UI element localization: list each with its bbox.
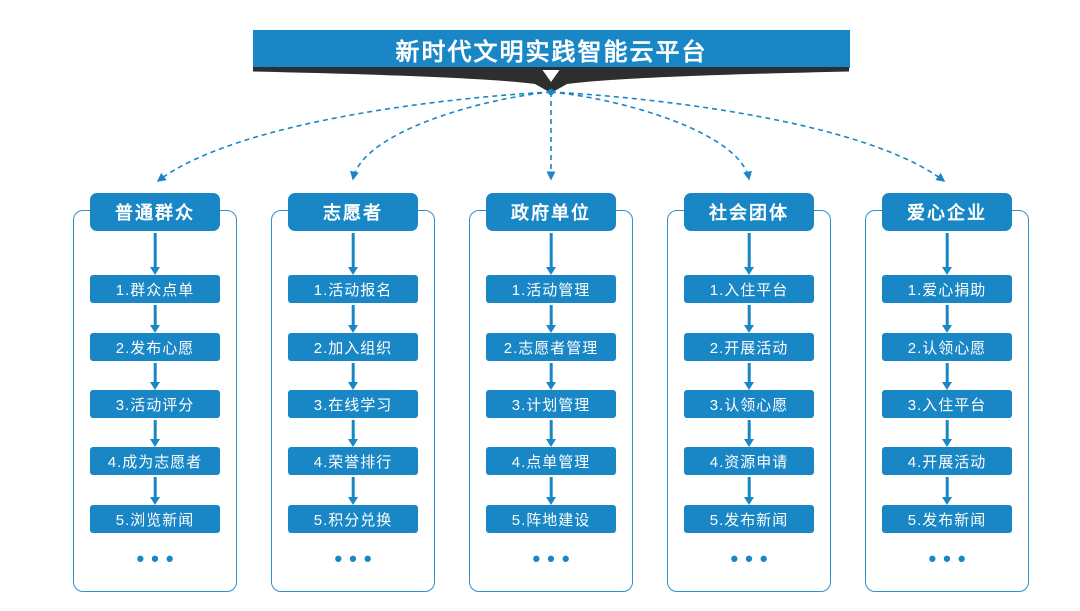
flow-step: 3.认领心愿	[684, 390, 814, 418]
flow-step: 4.点单管理	[486, 447, 616, 475]
fanout-origin-node	[547, 88, 555, 96]
down-arrow-icon	[544, 231, 558, 275]
flow-step: 5.发布新闻	[684, 505, 814, 533]
flow-step: 1.爱心捐助	[882, 275, 1012, 303]
wedge-down-arrow-icon	[542, 70, 560, 82]
down-arrow-icon	[742, 418, 756, 447]
flow-step: 5.积分兑换	[288, 505, 418, 533]
column-header-label: 志愿者	[323, 203, 383, 223]
column-volunteers: 志愿者 1.活动报名 2.加入组织 3.在线学习 4.荣誉排行 5.积分兑换 •…	[271, 193, 435, 592]
column-header: 普通群众	[90, 193, 220, 231]
down-arrow-icon	[346, 475, 360, 505]
flow-step: 1.活动报名	[288, 275, 418, 303]
connector-to-column-2	[350, 91, 552, 181]
down-arrow-icon	[346, 418, 360, 447]
down-arrow-icon	[544, 303, 558, 333]
flow-step: 2.认领心愿	[882, 333, 1012, 361]
down-arrow-icon	[940, 361, 954, 390]
flow-step: 3.入住平台	[882, 390, 1012, 418]
down-arrow-icon	[148, 475, 162, 505]
ellipsis-dots: •••	[928, 546, 973, 571]
down-arrow-icon	[544, 361, 558, 390]
flow-step: 4.成为志愿者	[90, 447, 220, 475]
platform-title: 新时代文明实践智能云平台	[395, 38, 708, 66]
ellipsis-dots: •••	[136, 546, 181, 571]
flow-step: 2.加入组织	[288, 333, 418, 361]
flow-step: 3.计划管理	[486, 390, 616, 418]
down-arrow-icon	[148, 231, 162, 275]
connector-to-column-1	[156, 91, 552, 182]
down-arrow-icon	[148, 303, 162, 333]
down-arrow-icon	[940, 231, 954, 275]
flow-step: 4.开展活动	[882, 447, 1012, 475]
ellipsis-dots: •••	[334, 546, 379, 571]
platform-title-bar: 新时代文明实践智能云平台	[253, 30, 850, 68]
flow-step: 3.活动评分	[90, 390, 220, 418]
down-arrow-icon	[742, 361, 756, 390]
flow-step: 2.志愿者管理	[486, 333, 616, 361]
down-arrow-icon	[742, 231, 756, 275]
flow-step: 2.开展活动	[684, 333, 814, 361]
column-header-label: 普通群众	[115, 203, 195, 223]
flow-step: 1.入住平台	[684, 275, 814, 303]
down-arrow-icon	[940, 303, 954, 333]
column-header: 爱心企业	[882, 193, 1012, 231]
flow-step: 4.荣誉排行	[288, 447, 418, 475]
ellipsis-dots: •••	[532, 546, 577, 571]
column-header: 社会团体	[684, 193, 814, 231]
ellipsis-dots: •••	[730, 546, 775, 571]
column-header-label: 爱心企业	[907, 203, 987, 223]
column-header-label: 政府单位	[511, 203, 591, 223]
flow-step: 5.发布新闻	[882, 505, 1012, 533]
down-arrow-icon	[346, 361, 360, 390]
column-ordinary-people: 普通群众 1.群众点单 2.发布心愿 3.活动评分 4.成为志愿者 5.浏览新闻…	[73, 193, 237, 592]
column-social-organizations: 社会团体 1.入住平台 2.开展活动 3.认领心愿 4.资源申请 5.发布新闻 …	[667, 193, 831, 592]
column-header-label: 社会团体	[709, 203, 789, 223]
flow-step: 5.浏览新闻	[90, 505, 220, 533]
connector-to-column-5	[550, 91, 946, 182]
down-arrow-icon	[346, 231, 360, 275]
flow-step: 3.在线学习	[288, 390, 418, 418]
title-wedge-shape	[253, 67, 849, 93]
column-government-units: 政府单位 1.活动管理 2.志愿者管理 3.计划管理 4.点单管理 5.阵地建设…	[469, 193, 633, 592]
flow-step: 1.群众点单	[90, 275, 220, 303]
down-arrow-icon	[544, 475, 558, 505]
down-arrow-icon	[940, 418, 954, 447]
column-header: 志愿者	[288, 193, 418, 231]
down-arrow-icon	[148, 361, 162, 390]
down-arrow-icon	[940, 475, 954, 505]
flow-step: 2.发布心愿	[90, 333, 220, 361]
flow-step: 5.阵地建设	[486, 505, 616, 533]
down-arrow-icon	[346, 303, 360, 333]
down-arrow-icon	[148, 418, 162, 447]
connector-to-column-4	[550, 91, 752, 181]
flow-step: 4.资源申请	[684, 447, 814, 475]
column-header: 政府单位	[486, 193, 616, 231]
flow-step: 1.活动管理	[486, 275, 616, 303]
down-arrow-icon	[742, 303, 756, 333]
down-arrow-icon	[544, 418, 558, 447]
column-caring-enterprises: 爱心企业 1.爱心捐助 2.认领心愿 3.入住平台 4.开展活动 5.发布新闻 …	[865, 193, 1029, 592]
down-arrow-icon	[742, 475, 756, 505]
